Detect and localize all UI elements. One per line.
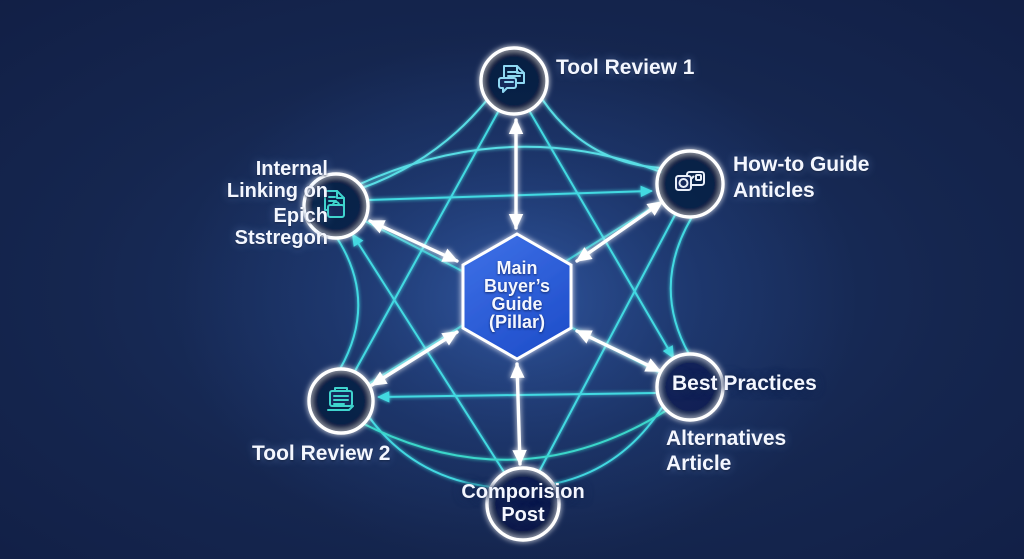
arc-review1-internal: [361, 99, 488, 189]
comparison-post-label: Comporision Post: [443, 481, 603, 527]
internal-linking-line-2: Linking on: [226, 180, 328, 202]
comparison-line-1: Comporision: [461, 481, 585, 503]
best-practices-label: Best Practices: [672, 372, 817, 395]
hexagon-line-4: (Pillar): [488, 312, 545, 332]
hexagon-line-2: Buyer’s: [483, 276, 551, 296]
tool-review-1-label: Tool Review 1: [556, 56, 695, 79]
how-to-guide-label: How-to Guide Anticles: [733, 152, 869, 204]
document-briefcase-icon: [324, 190, 345, 218]
epich-ststregon-label: Epich Ststregon: [168, 205, 328, 249]
node-best-practices: [655, 352, 725, 422]
camera-icon: [675, 171, 705, 191]
node-circles: [302, 46, 725, 542]
chat-document-icon: [498, 65, 525, 93]
alternatives-line-2: Article: [666, 452, 732, 475]
hexagon-hub-label: Main Buyer’s Guide (Pillar): [455, 259, 579, 331]
arc-review2-comparison: [368, 416, 492, 488]
internal-linking-line-1: Internal: [255, 158, 328, 180]
spoke-comparison: [510, 362, 527, 466]
spoke-howto: [575, 200, 664, 263]
arc-howto-best: [669, 216, 693, 355]
alternatives-line-1: Alternatives: [666, 427, 787, 450]
spoke-best: [575, 329, 662, 373]
comparison-line-2: Post: [501, 504, 545, 526]
tool-review-2-label: Tool Review 2: [252, 442, 391, 465]
printer-icon: [327, 387, 354, 411]
hexagon-shape: [461, 232, 573, 361]
ststregon-line: Ststregon: [234, 227, 328, 249]
hexagon-hub: [461, 232, 573, 361]
how-to-guide-line-1: How-to Guide: [733, 153, 870, 176]
internal-linking-label: Internal Linking on: [168, 158, 328, 202]
hexagon-line-1: Main: [496, 258, 538, 278]
hexagon-line-3: Guide: [491, 294, 543, 314]
alternatives-article-label: Alternatives Article: [666, 426, 786, 476]
how-to-guide-line-2: Anticles: [733, 179, 815, 202]
arc-internal-review2: [336, 237, 360, 370]
epich-line: Epich: [273, 205, 328, 227]
spoke-review2: [370, 330, 459, 387]
spoke-arrows: [368, 118, 664, 466]
spoke-internal: [368, 219, 459, 263]
node-comparison-post: [485, 466, 561, 542]
arc-best-comparison: [552, 405, 664, 485]
